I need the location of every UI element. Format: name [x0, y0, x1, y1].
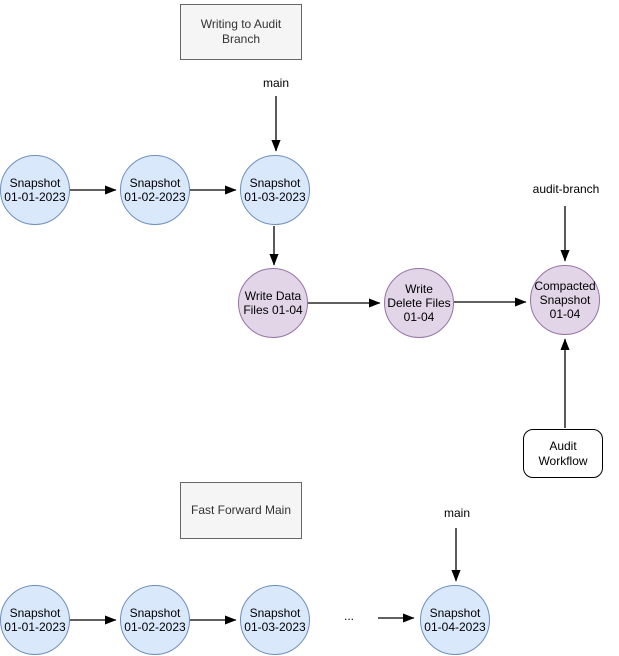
compacted-snapshot-node: Compacted Snapshot 01-04 [530, 265, 600, 335]
section-title-fast-forward-main: Fast Forward Main [180, 482, 302, 539]
branch-label-main-top: main [262, 76, 289, 90]
snapshot-node-01-02: Snapshot 01-02-2023 [120, 155, 190, 225]
ff-snapshot-node-01-04: Snapshot 01-04-2023 [420, 585, 490, 655]
ff-snapshot-node-01-02: Snapshot 01-02-2023 [120, 585, 190, 655]
section-title-writing-to-audit-branch: Writing to Audit Branch [180, 4, 302, 60]
write-data-files-node: Write Data Files 01-04 [238, 268, 308, 338]
write-delete-files-node: Write Delete Files 01-04 [384, 268, 454, 338]
ellipsis-label: ... [343, 609, 354, 623]
ff-snapshot-node-01-03: Snapshot 01-03-2023 [240, 585, 310, 655]
audit-workflow-box: Audit Workflow [523, 429, 603, 478]
ff-snapshot-node-01-01: Snapshot 01-01-2023 [0, 585, 70, 655]
branch-label-audit-branch: audit-branch [532, 182, 600, 196]
snapshot-node-01-01: Snapshot 01-01-2023 [0, 155, 70, 225]
snapshot-node-01-03: Snapshot 01-03-2023 [240, 155, 310, 225]
branch-label-main-bottom: main [443, 506, 470, 520]
